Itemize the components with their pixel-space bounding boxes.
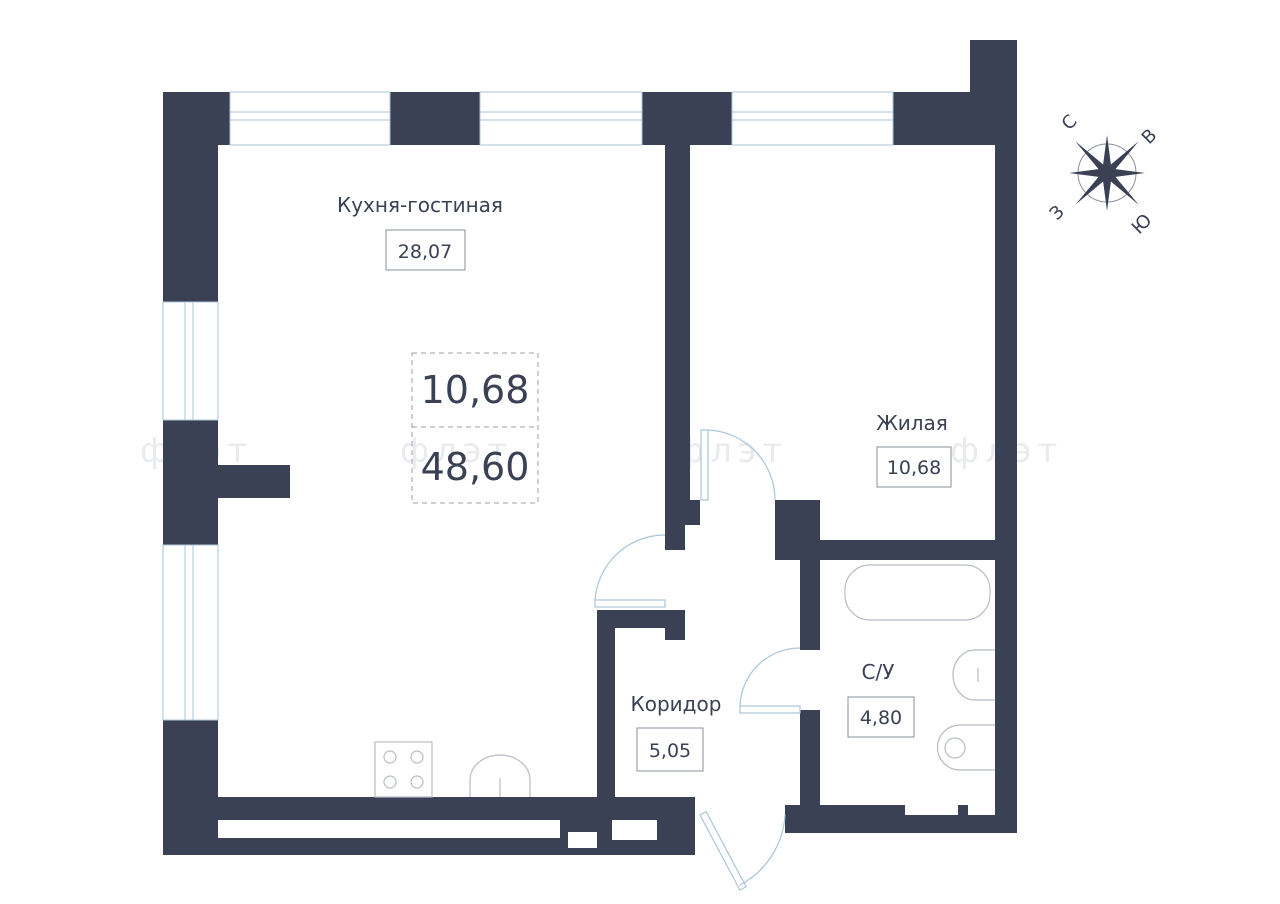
toilet-icon — [952, 649, 995, 701]
total-area: 48,60 — [421, 445, 530, 489]
area-box — [385, 229, 466, 271]
compass-north: С — [1058, 111, 1082, 135]
room-area: 4,80 — [860, 707, 902, 729]
room-name: Коридор — [631, 692, 722, 716]
area-box — [847, 696, 915, 738]
fixtures — [374, 564, 995, 798]
windows — [162, 91, 894, 721]
area-box — [636, 727, 704, 772]
bathtub-icon — [844, 564, 991, 621]
compass-east: В — [1138, 125, 1162, 149]
room-name: Кухня-гостиная — [337, 193, 503, 217]
living-area: 10,68 — [421, 368, 530, 412]
stove-icon — [374, 741, 433, 798]
wall-slots — [218, 797, 995, 848]
room-name: С/У — [862, 660, 895, 684]
room-area: 10,68 — [887, 457, 941, 479]
doors — [594, 429, 801, 891]
compass-south: Ю — [1128, 210, 1157, 239]
room-area: 5,05 — [649, 740, 691, 762]
room-name: Жилая — [876, 411, 948, 435]
watermark: флэт — [400, 431, 513, 471]
compass-icon: С В Ю З — [1046, 111, 1162, 239]
sink-icon — [469, 754, 531, 797]
washbasin-icon — [936, 724, 995, 771]
compass-west: З — [1046, 202, 1069, 225]
room-area: 28,07 — [398, 241, 452, 263]
total-area-box — [411, 352, 539, 504]
area-box — [876, 446, 952, 488]
watermark: флэт — [675, 431, 788, 471]
